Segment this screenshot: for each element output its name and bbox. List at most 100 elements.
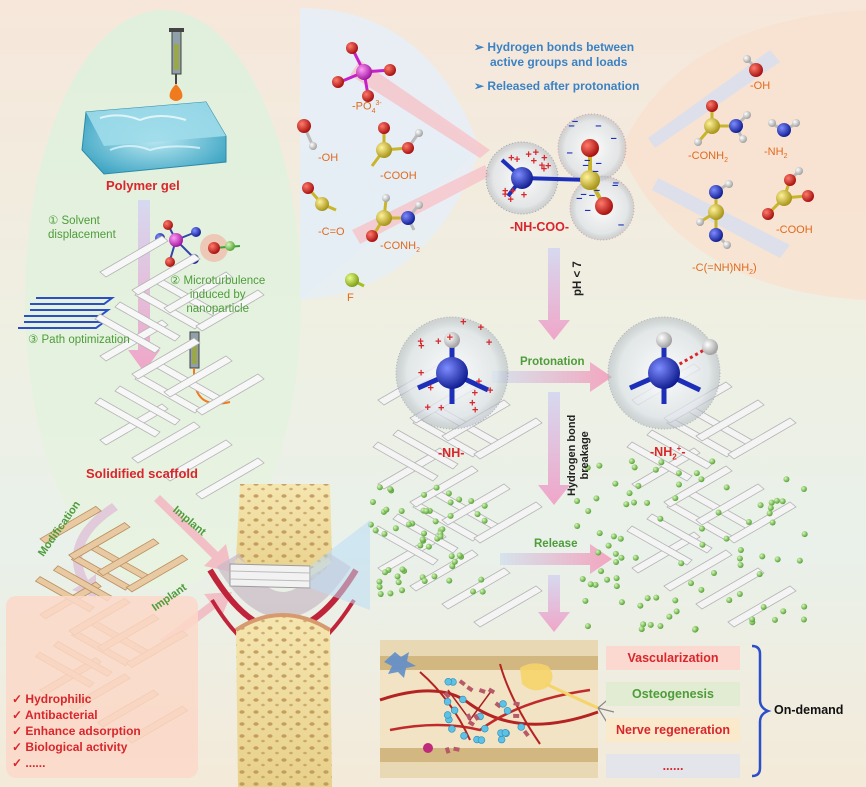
effect-vascularization: Vascularization bbox=[606, 646, 740, 670]
svg-text:+: + bbox=[478, 322, 484, 334]
property-item: ✓ Antibacterial bbox=[12, 708, 98, 722]
oh-label-left: -OH bbox=[318, 152, 339, 164]
nh2-plus-label: -NH2+- bbox=[650, 444, 686, 462]
step1-line2: displacement bbox=[48, 229, 116, 241]
svg-text:+: + bbox=[541, 164, 547, 176]
svg-text:+: + bbox=[510, 186, 516, 198]
property-item: ✓ Enhance adsorption bbox=[12, 724, 141, 738]
svg-text:+: + bbox=[428, 382, 434, 394]
co-label: -C=O bbox=[318, 226, 345, 238]
svg-text:–: – bbox=[611, 132, 617, 144]
svg-text:–: – bbox=[596, 157, 602, 169]
svg-text:+: + bbox=[460, 317, 466, 329]
svg-text:–: – bbox=[585, 205, 591, 217]
property-item: ✓ Hydrophilic bbox=[12, 692, 92, 706]
svg-text:+: + bbox=[417, 336, 423, 348]
cnhnh2-label: -C(=NH)NH2) bbox=[692, 262, 757, 277]
svg-text:–: – bbox=[567, 147, 573, 159]
svg-text:+: + bbox=[418, 341, 424, 353]
svg-text:+: + bbox=[525, 149, 531, 161]
svg-text:+: + bbox=[447, 332, 453, 344]
svg-text:–: – bbox=[612, 179, 618, 191]
effect-more: ...... bbox=[606, 754, 740, 778]
bullet-hydrogen-bonds: ➢ Hydrogen bonds between active groups a… bbox=[474, 40, 635, 69]
svg-text:+: + bbox=[539, 160, 545, 172]
hbond-breakage-label: Hydrogen bond breakage bbox=[566, 414, 591, 496]
svg-text:+: + bbox=[472, 405, 478, 417]
svg-text:+: + bbox=[486, 337, 492, 349]
svg-text:+: + bbox=[514, 154, 520, 166]
on-demand-bracket bbox=[751, 644, 772, 778]
svg-text:+: + bbox=[533, 147, 539, 159]
effect-nerve-regeneration: Nerve regeneration bbox=[606, 718, 740, 742]
svg-text:+: + bbox=[425, 402, 431, 414]
solidified-scaffold-image bbox=[94, 235, 265, 500]
nh2-plus-molecule bbox=[607, 316, 721, 430]
svg-text:+: + bbox=[508, 153, 514, 165]
conh2-label-right: -CONH2 bbox=[688, 150, 728, 165]
f-label: F bbox=[347, 292, 354, 304]
svg-text:+: + bbox=[472, 387, 478, 399]
nh-coo-molecule bbox=[485, 113, 635, 241]
loaded-scaffold-image bbox=[367, 363, 543, 628]
svg-text:–: – bbox=[593, 165, 599, 177]
syringe-icon-top bbox=[169, 28, 184, 101]
bullet-released: ➢ Released after protonation bbox=[474, 79, 640, 93]
svg-text:+: + bbox=[438, 403, 444, 415]
polymer-gel-block bbox=[81, 101, 227, 175]
step2-label: ② Microturbulence induced by nanoparticl… bbox=[170, 274, 265, 316]
nh-coo-charges: ++++++++++++++––––––––––––––––– bbox=[502, 116, 624, 231]
property-item: ✓ ...... bbox=[12, 756, 46, 770]
svg-text:+: + bbox=[435, 336, 441, 348]
effect-osteogenesis: Osteogenesis bbox=[606, 682, 740, 706]
svg-text:+: + bbox=[502, 189, 508, 201]
svg-text:+: + bbox=[545, 161, 551, 173]
svg-text:–: – bbox=[583, 160, 589, 172]
step2-line2: induced by bbox=[189, 289, 246, 301]
nh-coo-label: -NH-COO- bbox=[510, 220, 570, 234]
polymer-gel-label: Polymer gel bbox=[106, 178, 180, 193]
svg-text:+: + bbox=[476, 376, 482, 388]
svg-text:–: – bbox=[584, 154, 590, 166]
svg-text:+: + bbox=[531, 155, 537, 167]
cooh-label-right: -COOH bbox=[776, 224, 813, 236]
svg-text:+: + bbox=[469, 398, 475, 410]
svg-text:+: + bbox=[418, 368, 424, 380]
oh-label-right: -OH bbox=[750, 80, 771, 92]
step2-line3: nanoparticle bbox=[186, 303, 249, 315]
svg-text:–: – bbox=[613, 177, 619, 189]
svg-text:–: – bbox=[589, 189, 595, 201]
implanted-scaffold bbox=[229, 520, 370, 610]
step1-label: ① Solvent displacement bbox=[48, 214, 116, 242]
svg-text:+: + bbox=[521, 190, 527, 202]
on-demand-label: On-demand bbox=[774, 703, 844, 717]
step2-line1: ② Microturbulence bbox=[170, 275, 266, 287]
tissue-regeneration-panel bbox=[379, 640, 615, 778]
release-label: Release bbox=[534, 538, 578, 550]
nanoparticle-cluster bbox=[155, 220, 241, 267]
left-functional-groups bbox=[297, 42, 423, 288]
properties-box bbox=[6, 596, 198, 778]
step3-label: ③ Path optimization bbox=[28, 334, 130, 346]
svg-text:+: + bbox=[508, 194, 514, 206]
svg-text:–: – bbox=[572, 116, 578, 128]
right-functional-groups bbox=[694, 55, 814, 249]
path-optimization-icon bbox=[18, 297, 115, 329]
svg-text:+: + bbox=[502, 185, 508, 197]
svg-text:–: – bbox=[568, 120, 574, 132]
svg-text:–: – bbox=[595, 120, 601, 132]
ph-label: pH < 7 bbox=[572, 261, 584, 296]
step1-line1: ① Solvent bbox=[48, 215, 100, 227]
nh-charges: ++++++++++++++++ bbox=[417, 317, 493, 417]
svg-text:+: + bbox=[541, 153, 547, 165]
cooh-label-left: -COOH bbox=[380, 170, 417, 182]
svg-text:–: – bbox=[576, 193, 582, 205]
conh2-label-left: -CONH2 bbox=[380, 240, 420, 255]
bone-joint bbox=[207, 484, 359, 787]
protonation-label: Protonation bbox=[520, 356, 585, 368]
nh2-label-right: -NH2 bbox=[764, 146, 788, 161]
svg-text:–: – bbox=[580, 188, 586, 200]
po4-label: -PO43- bbox=[352, 100, 382, 115]
solidified-scaffold-label: Solidified scaffold bbox=[86, 466, 198, 481]
